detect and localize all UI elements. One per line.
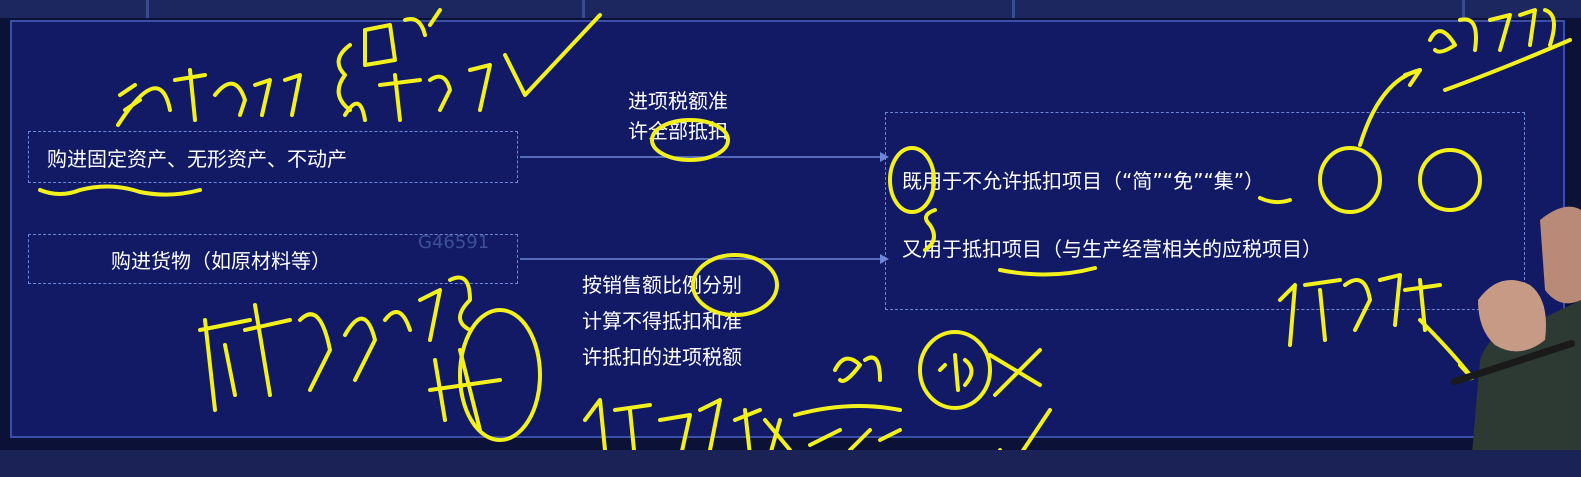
presenter-figure xyxy=(1450,206,1581,477)
arrow-bottom xyxy=(520,254,889,264)
handwriting xyxy=(38,8,1572,472)
middle-bottom-line-3: 许抵扣的进项税额 xyxy=(582,345,742,369)
middle-bottom-line-1: 按销售额比例分别 xyxy=(582,273,742,297)
bottom-frame-bar xyxy=(0,450,1581,477)
frame-tick xyxy=(1462,0,1465,18)
frame-tick xyxy=(582,0,585,18)
frame-tick xyxy=(1012,0,1015,18)
frame-tick xyxy=(146,0,149,18)
top-frame-bar xyxy=(0,0,1581,18)
box-fixed-assets-label: 购进固定资产、无形资产、不动产 xyxy=(47,146,347,171)
right-line-2: 又用于抵扣项目（与生产经营相关的应税项目） xyxy=(902,237,1322,261)
right-line-1: 既用于不允许抵扣项目（“简”“免”“集”） xyxy=(902,169,1265,193)
box-mixed-use xyxy=(885,112,1525,310)
middle-top-line-1: 进项税额准 xyxy=(628,89,728,113)
box-fixed-assets: 购进固定资产、无形资产、不动产 xyxy=(28,131,518,183)
watermark: G46591 xyxy=(418,232,490,253)
box-goods: 购进货物（如原材料等） xyxy=(28,234,518,284)
box-goods-label: 购进货物（如原材料等） xyxy=(111,248,331,273)
arrow-top xyxy=(520,152,889,162)
